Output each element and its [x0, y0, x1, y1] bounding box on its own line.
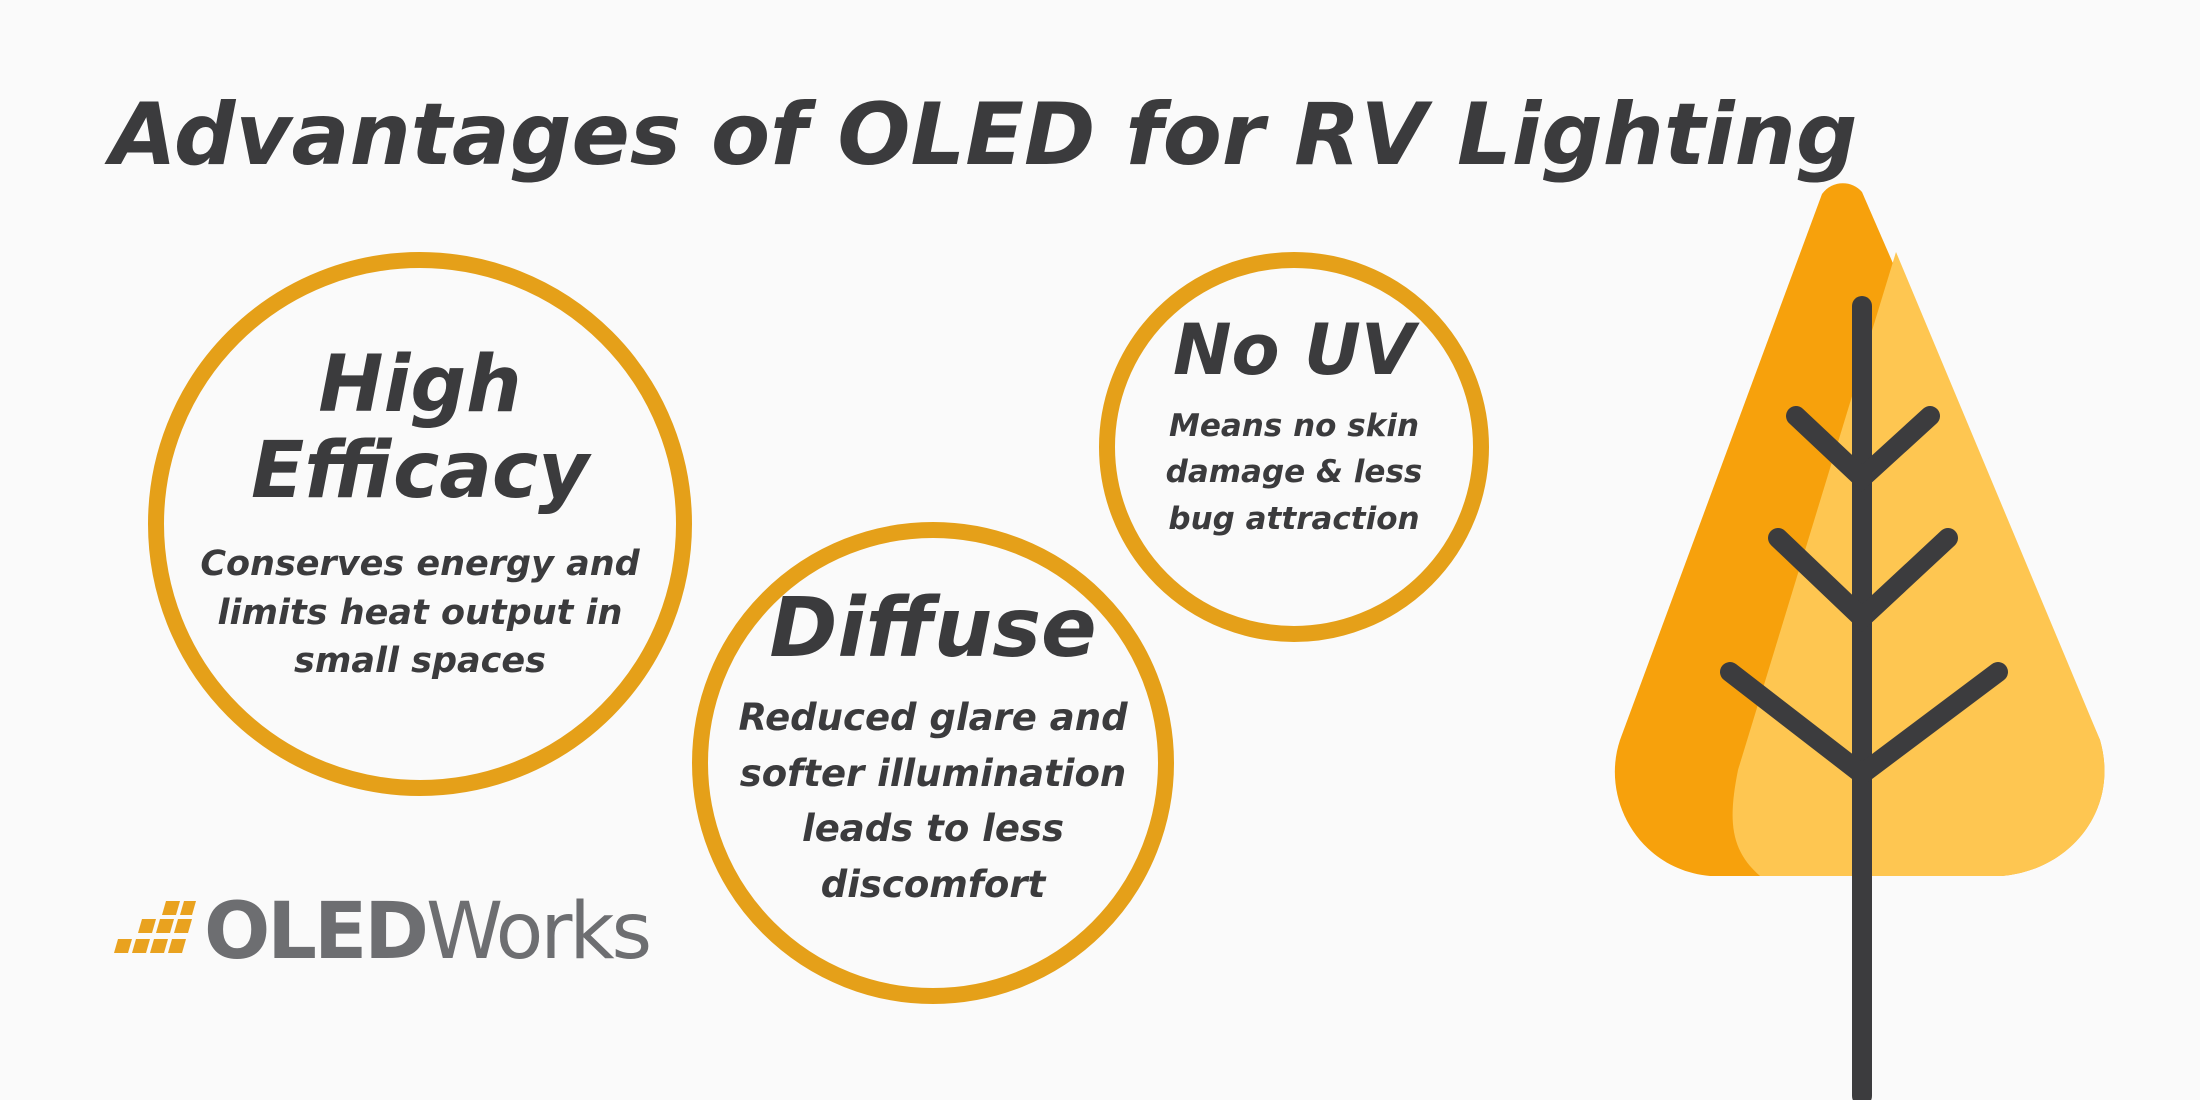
advantage-circle-diffuse: Diffuse Reduced glare and softer illumin… — [692, 522, 1174, 1004]
page-title: Advantages of OLED for RV Lighting — [110, 85, 1858, 185]
logo-wordmark: OLEDWorks — [204, 893, 652, 971]
advantage-description: Conserves energy and limits heat output … — [200, 544, 640, 681]
oledworks-grid-mark-icon — [114, 901, 196, 953]
advantage-circle-high-efficacy: High Efficacy Conserves energy and limit… — [148, 252, 692, 796]
tree-branch — [1786, 406, 1940, 492]
tree-branch — [1720, 662, 2008, 787]
advantage-heading: Diffuse — [769, 580, 1097, 676]
advantage-circle-no-uv: No UV Means no skin damage & less bug at… — [1099, 252, 1489, 642]
stylized-tree-icon — [1614, 183, 2105, 1100]
tree-trunk — [1852, 296, 1872, 1100]
tree-branch — [1768, 528, 1958, 632]
advantage-description: Reduced glare and softer illumination le… — [738, 696, 1128, 906]
advantage-heading: No UV — [1172, 308, 1416, 391]
advantage-heading-line1: High — [318, 339, 522, 430]
logo-wordmark-bold: OLED — [204, 887, 429, 977]
advantage-description: Means no skin damage & less bug attracti… — [1165, 407, 1423, 537]
advantage-heading: High Efficacy — [210, 339, 630, 516]
logo-wordmark-light: Works — [426, 887, 652, 977]
advantage-heading-line2: Efficacy — [251, 425, 589, 516]
oledworks-logo: OLEDWorks — [114, 893, 652, 971]
